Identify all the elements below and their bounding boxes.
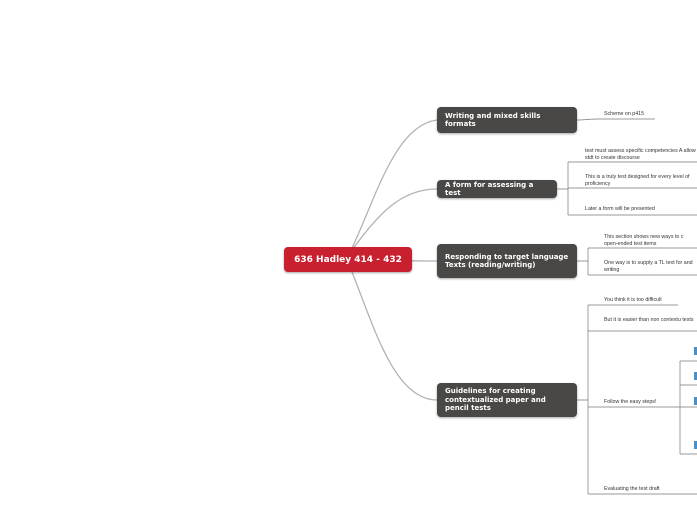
subtopic-later-form[interactable]: Later a form will be presented	[585, 206, 655, 212]
subtopic-easier-than[interactable]: But it is easier than non contextu tests	[604, 317, 694, 323]
connector-central-topic-4	[351, 271, 438, 401]
hidden-child-marker	[694, 372, 697, 380]
hidden-child-marker	[694, 441, 697, 449]
topic-label: A form for assessing a test	[445, 180, 534, 198]
subtopic-supply-tl-text[interactable]: One way is to supply a TL text for and w…	[604, 260, 693, 273]
subtopic-assess-competencies[interactable]: test must assess specific competencies A…	[585, 148, 696, 161]
topic-label: Writing and mixed skills formats	[445, 111, 541, 129]
subtopic-truly-test[interactable]: This is a truly test designed for every …	[585, 174, 690, 187]
central-topic[interactable]: 636 Hadley 414 - 432	[284, 247, 412, 272]
sub-line-guidelines-bracket	[577, 305, 589, 494]
connector-central-topic-2	[351, 188, 438, 251]
central-topic-label: 636 Hadley 414 - 432	[294, 254, 402, 265]
topic-label: Guidelines for creating contextualized p…	[445, 387, 546, 413]
subtopic-evaluating-draft[interactable]: Evaluating the test draft	[604, 486, 660, 492]
subtopic-too-difficult[interactable]: You think it is too difficult	[604, 297, 662, 303]
topic-form-assessing-test[interactable]: A form for assessing a test	[437, 180, 557, 198]
subtopic-scheme[interactable]: Scheme on p415	[604, 111, 645, 117]
sub-line-responding-bracket	[577, 248, 589, 275]
subtopic-new-ways[interactable]: This section shows new ways to c open-en…	[604, 234, 684, 247]
hidden-child-marker	[694, 347, 697, 355]
connector-central-topic-1	[351, 119, 438, 249]
sub-line-form-bracket	[557, 162, 569, 215]
sub-line-writing	[576, 118, 655, 121]
topic-responding-target-language[interactable]: Responding to target language Texts (rea…	[437, 244, 577, 278]
subtopic-follow-steps[interactable]: Follow the easy steps!	[604, 399, 657, 405]
topic-label: Responding to target language Texts (rea…	[445, 252, 569, 270]
topic-writing-mixed-skills[interactable]: Writing and mixed skills formats	[437, 107, 577, 133]
topic-guidelines-contextualized-tests[interactable]: Guidelines for creating contextualized p…	[437, 383, 577, 417]
hidden-child-marker	[694, 397, 697, 405]
